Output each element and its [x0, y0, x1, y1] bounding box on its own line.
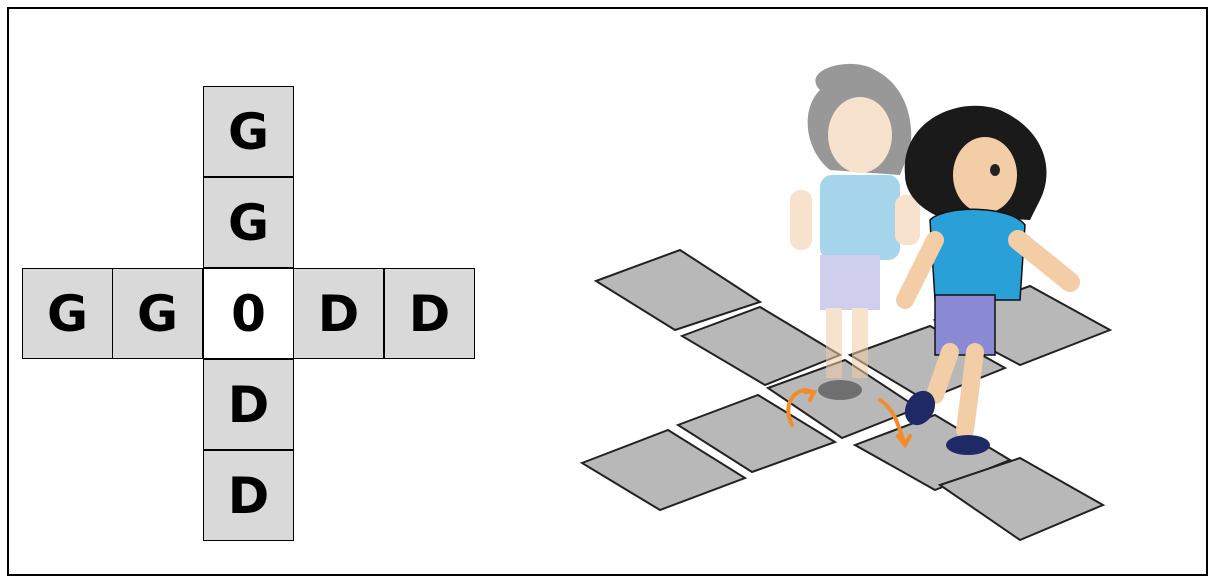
girl-icon: [899, 106, 1070, 455]
